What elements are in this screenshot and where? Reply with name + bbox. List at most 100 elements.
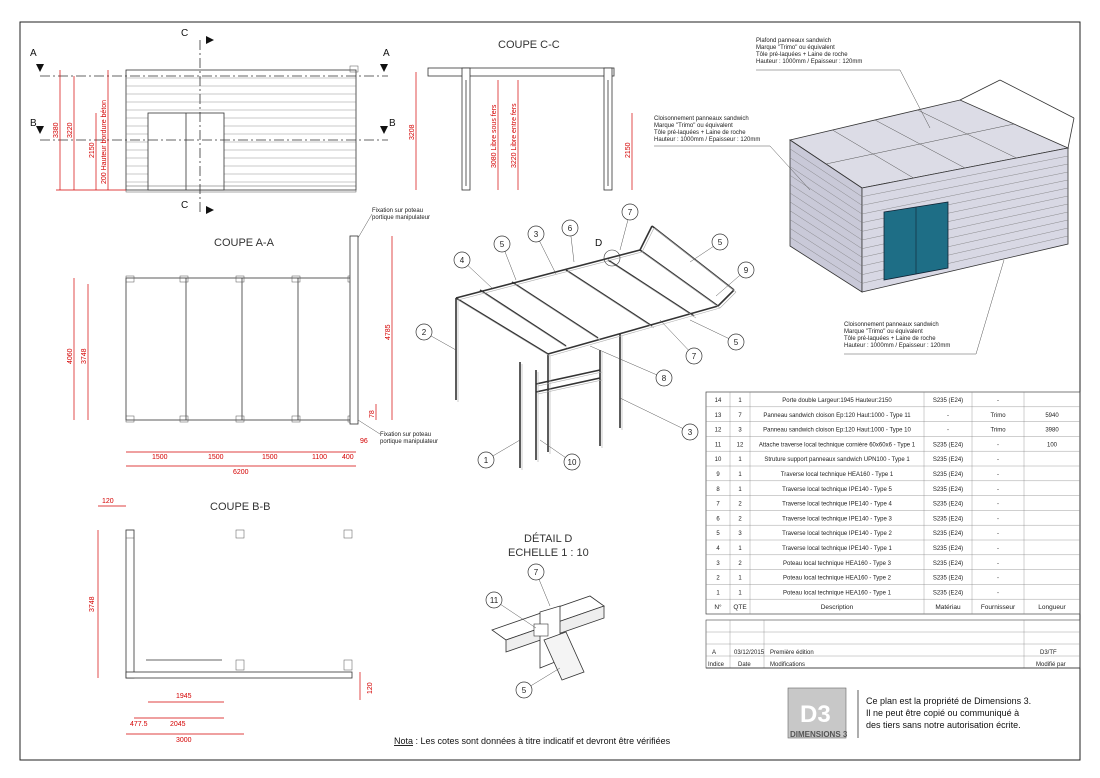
company-logo: [787, 687, 847, 739]
bom-cell-qte: 1: [738, 590, 742, 596]
detail-balloon-11: 11: [485, 591, 537, 629]
rev-revision_header-indice: Indice: [708, 662, 725, 668]
svg-text:5: 5: [718, 238, 723, 247]
svg-text:Hauteur : 1000mm / Epaisseur :: Hauteur : 1000mm / Epaisseur : 120mm: [756, 59, 862, 65]
note-prefix: Nota: [394, 736, 413, 746]
bom-row: 1 1 Poteau local technique HEA160 - Type 1…: [716, 590, 999, 596]
bom-cell-qte: 2: [738, 502, 742, 508]
detail-d-tag: D: [595, 238, 602, 249]
bom-cell-desc: Poteau local technique HEA160 - Type 2: [783, 576, 892, 582]
svg-text:Marque "Trimo" ou équivalent: Marque "Trimo" ou équivalent: [654, 123, 733, 129]
svg-text:7: 7: [628, 208, 633, 217]
company-logo-mark: D3: [800, 701, 831, 728]
detail-d-circle: [603, 249, 621, 267]
iso-frame: [455, 225, 737, 470]
svg-text:Tôle pré-laquées + Laine de ro: Tôle pré-laquées + Laine de roche: [844, 336, 936, 342]
balloon-10: 5: [689, 319, 745, 351]
bom-header-qte: QTE: [733, 604, 747, 611]
general-note: Nota : Les cotes sont données à titre in…: [394, 736, 671, 746]
coupe-bb-title: COUPE B-B: [210, 501, 271, 513]
svg-text:Plafond panneaux sandwich: Plafond panneaux sandwich: [756, 38, 831, 44]
bom-cell-desc: Panneau sandwich cloison Ep:120 Haut:100…: [763, 428, 911, 434]
bom-cell-qte: 12: [737, 442, 744, 448]
svg-text:Marque "Trimo" ou équivalent: Marque "Trimo" ou équivalent: [844, 329, 923, 335]
dim-2045: 2045: [170, 721, 186, 728]
rev-revision-desc: Première édition: [770, 650, 814, 656]
detail-balloon-7: 7: [527, 563, 551, 607]
svg-text:3: 3: [688, 428, 693, 437]
bom-cell-four: -: [997, 487, 999, 493]
bom-header-desc: Description: [821, 604, 854, 611]
dim-200-bordure: 200 Hauteur bordure béton: [101, 100, 108, 184]
coupe-cc-view: COUPE C-C 3208 3080 Libre sous fers 3220…: [409, 39, 633, 191]
property-line-1: Ce plan est la propriété de Dimensions 3…: [866, 696, 1031, 706]
bom-cell-mat: S235 (E24): [933, 472, 963, 478]
rev-revision_header-date: Date: [738, 662, 751, 668]
property-line-2: Il ne peut être copié ou communiqué à: [866, 708, 1019, 718]
detail-d-scale: ECHELLE 1 : 10: [508, 547, 589, 559]
balloon-0: 1: [477, 439, 521, 469]
bom-header-n: N°: [714, 603, 722, 611]
dim-3748-bb: 3748: [89, 596, 96, 612]
bom-cell-n: 1: [716, 590, 720, 596]
bom-cell-desc: Traverse local technique HEA160 - Type 1: [781, 472, 894, 478]
balloon-9: 9: [715, 261, 755, 297]
bom-cell-n: 8: [716, 487, 720, 493]
bom-cell-long: 100: [1047, 442, 1058, 448]
bom-cell-n: 2: [716, 576, 720, 582]
bom-cell-mat: S235 (E24): [933, 502, 963, 508]
dim-4060: 4060: [67, 348, 74, 364]
bom-cell-n: 9: [716, 472, 720, 478]
bom-cell-mat: -: [947, 413, 949, 419]
bom-cell-desc: Traverse local technique IPE140 - Type 4: [782, 502, 892, 508]
dim-1500-b: 1500: [208, 454, 224, 461]
bom-cell-desc: Struture support panneaux sandwich UPN10…: [764, 457, 910, 463]
bom-cell-qte: 1: [738, 472, 742, 478]
bom-cell-qte: 1: [738, 398, 742, 404]
bom-cell-desc: Poteau local technique HEA160 - Type 1: [783, 590, 892, 596]
svg-text:6: 6: [568, 224, 573, 233]
dim-4785: 4785: [385, 324, 392, 340]
svg-text:Tôle pré-laquées + Laine de ro: Tôle pré-laquées + Laine de roche: [654, 130, 746, 136]
rev-revision_header-by: Modifié par: [1036, 662, 1066, 668]
dim-120-right: 120: [367, 682, 374, 694]
bom-cell-qte: 1: [738, 457, 742, 463]
coupe-bb-view: COUPE B-B 120 3748 120 1945 477.5 2045 3…: [89, 498, 374, 744]
bom-cell-desc: Poteau local technique HEA160 - Type 3: [783, 561, 892, 567]
bom-cell-mat: S235 (E24): [933, 546, 963, 552]
section-mark-a-right: A: [383, 48, 390, 59]
bom-cell-mat: S235 (E24): [933, 487, 963, 493]
bom-header-mat: Matériau: [935, 604, 961, 611]
svg-text:4: 4: [460, 256, 465, 265]
section-mark-c-top: C: [181, 28, 188, 39]
bom-cell-n: 14: [715, 398, 722, 404]
bom-cell-mat: S235 (E24): [933, 561, 963, 567]
sheet-border: [19, 21, 1081, 761]
svg-text:5: 5: [500, 240, 505, 249]
bom-cell-desc: Traverse local technique IPE140 - Type 3: [782, 516, 892, 522]
balloon-4: 5: [493, 235, 517, 281]
section-mark-a-left: A: [30, 48, 37, 59]
svg-text:Hauteur : 1000mm / Epaisseur :: Hauteur : 1000mm / Epaisseur : 120mm: [844, 343, 950, 349]
dim-78: 78: [369, 410, 376, 418]
company-logo-text: DIMENSIONS 3: [790, 730, 848, 739]
bom-cell-n: 10: [715, 457, 722, 463]
balloon-12: 8: [589, 345, 673, 387]
balloon-8: 5: [689, 233, 729, 263]
balloon-11: 7: [659, 319, 703, 365]
dim-1945: 1945: [176, 693, 192, 700]
bom-cell-qte: 3: [738, 428, 742, 434]
bom-cell-desc: Traverse local technique IPE140 - Type 5: [782, 487, 892, 493]
dim-1500-c: 1500: [262, 454, 278, 461]
